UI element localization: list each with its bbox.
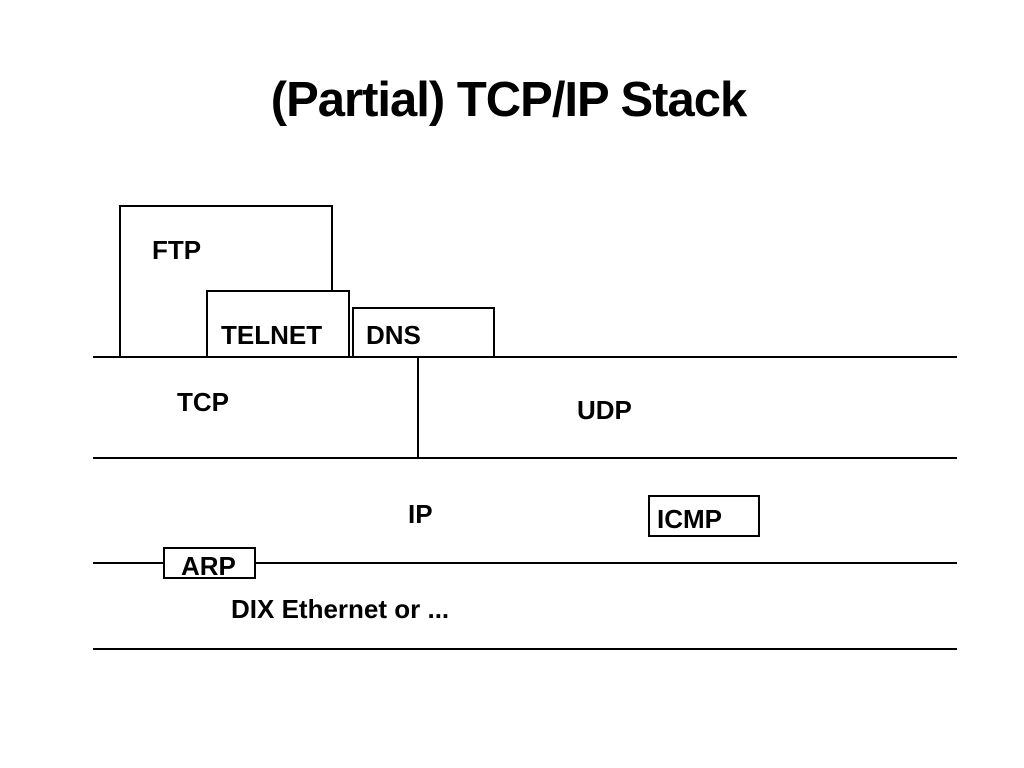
udp-label: UDP — [577, 395, 632, 425]
tcp-label: TCP — [177, 387, 229, 417]
transport-layer-top-line — [93, 356, 957, 358]
ftp-label: FTP — [152, 235, 202, 265]
arp-label: ARP — [181, 551, 236, 581]
network-layer-bottom-line — [93, 562, 957, 564]
dns-label: DNS — [366, 320, 421, 350]
transport-layer-bottom-line — [93, 457, 957, 459]
telnet-label: TELNET — [221, 320, 323, 350]
dix-ethernet-label: DIX Ethernet or ... — [231, 594, 450, 624]
arp-box — [163, 547, 256, 579]
ip-label: IP — [408, 499, 433, 529]
telnet-box — [206, 290, 350, 358]
tcp-udp-divider-line — [417, 356, 419, 459]
icmp-label: ICMP — [657, 504, 722, 534]
link-layer-bottom-line — [93, 648, 957, 650]
dns-box — [352, 307, 495, 358]
icmp-box — [648, 495, 760, 537]
slide-title: (Partial) TCP/IP Stack — [270, 73, 747, 127]
